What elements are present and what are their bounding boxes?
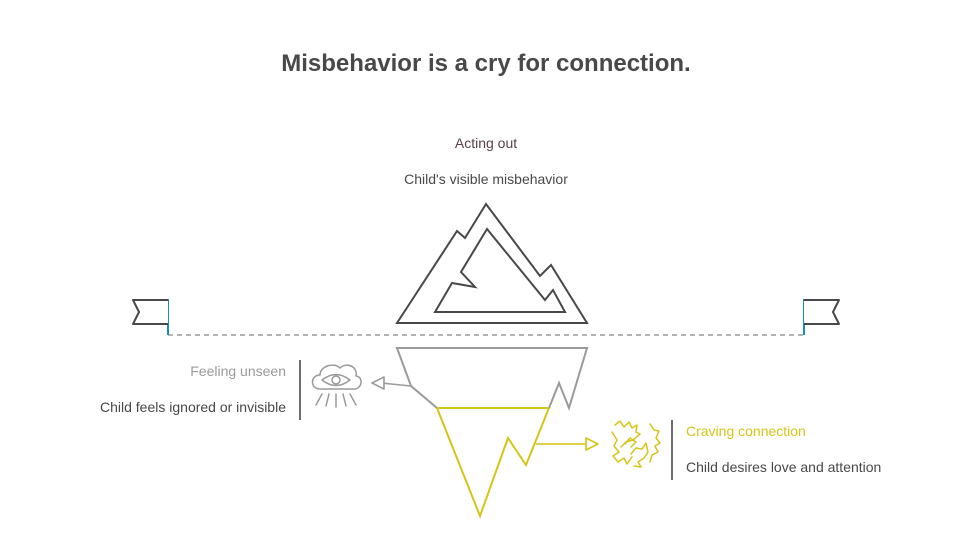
tip-heading: Acting out [454, 135, 518, 151]
tip-description: Child's visible misbehavior [404, 171, 568, 187]
middle-arrow [371, 376, 412, 390]
left-flag-icon [132, 299, 169, 335]
deep-layer-heading: Craving connection [686, 423, 806, 439]
page-title: Misbehavior is a cry for connection. [281, 50, 691, 77]
hands-reaching-icon [611, 420, 661, 468]
iceberg-deep-layer [436, 407, 550, 519]
iceberg-tip [395, 202, 589, 324]
right-flag-icon [803, 299, 840, 335]
deep-arrow [536, 437, 599, 451]
middle-layer-heading: Feeling unseen [190, 363, 286, 379]
eye-cloud-icon [311, 364, 362, 408]
middle-layer-description: Child feels ignored or invisible [100, 399, 286, 415]
deep-layer-description: Child desires love and attention [686, 459, 882, 475]
iceberg-middle-layer [395, 347, 589, 412]
